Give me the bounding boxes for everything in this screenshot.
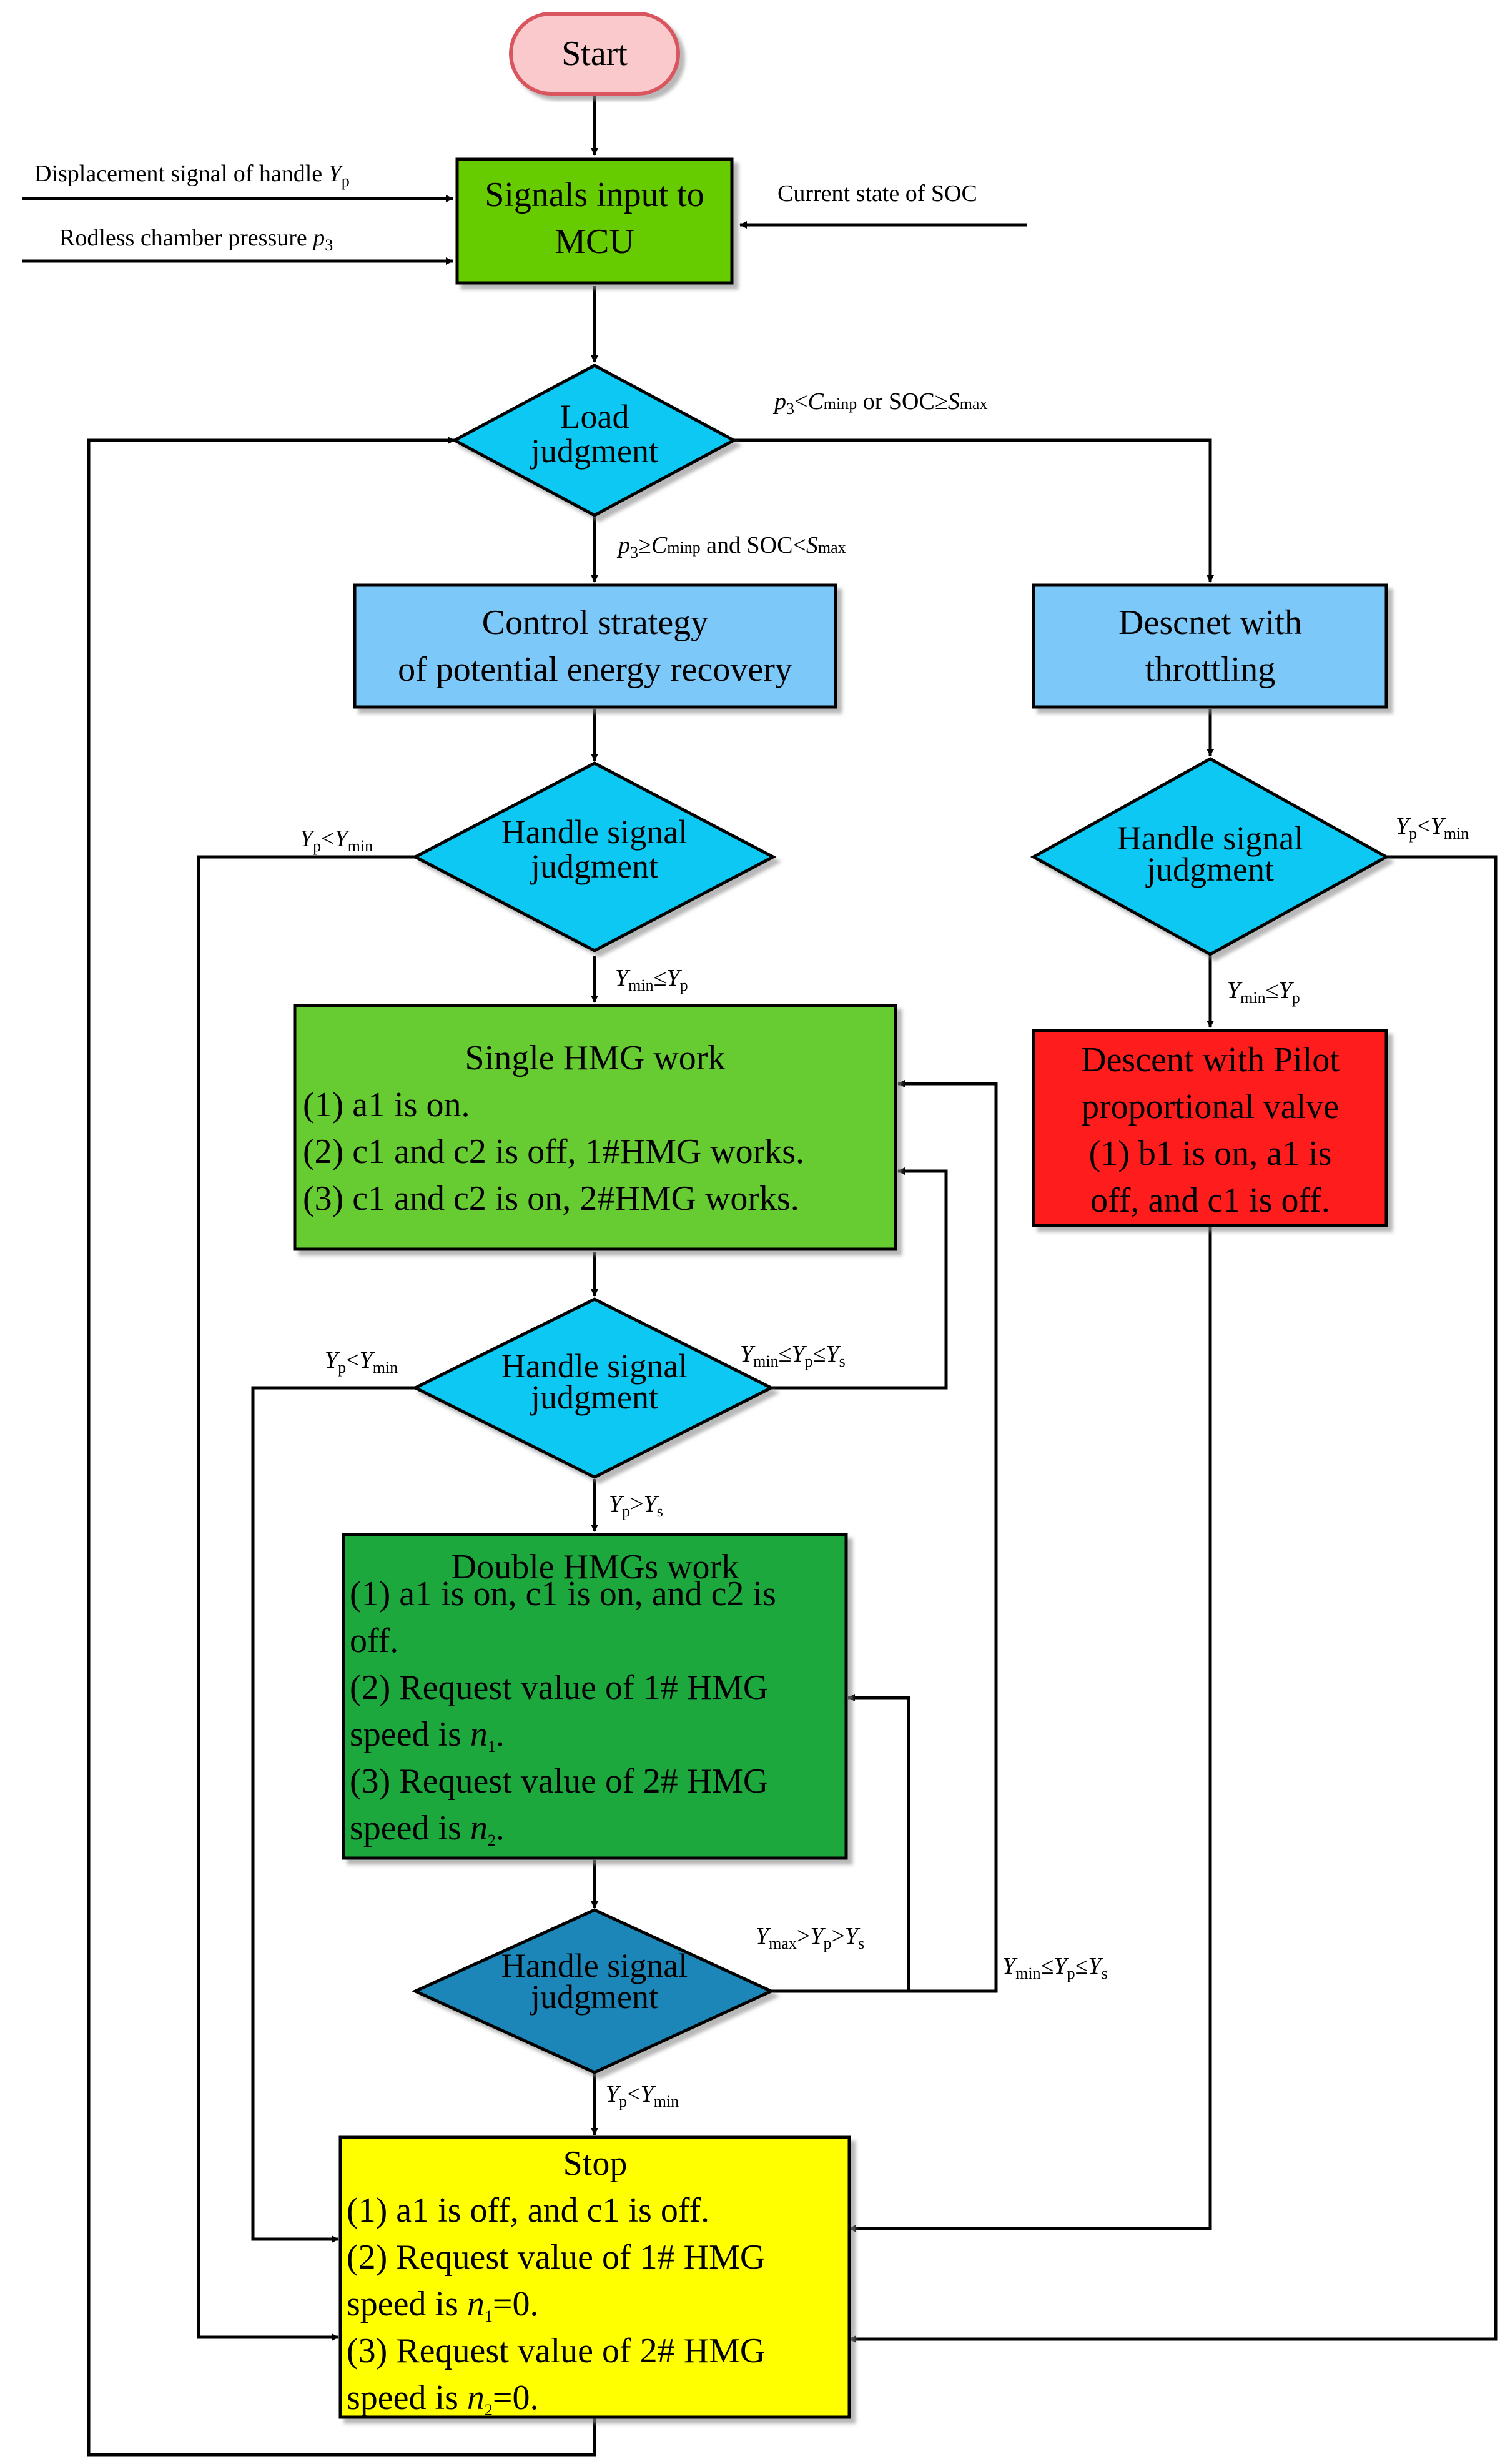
control-strategy-line2: of potential energy recovery	[398, 650, 792, 689]
load-condition-down: p3≥Cminp and SOC<Smax	[616, 532, 846, 562]
handle-judgment-3-line1: Handle signal	[501, 1947, 688, 1984]
load-judgment-line1: Load	[560, 398, 629, 435]
handle-judgment-2-line1: Handle signal	[501, 1347, 688, 1385]
handle-judgment-2-shape	[412, 1297, 775, 1479]
pilot-descent-line4: off, and c1 is off.	[1090, 1181, 1330, 1220]
stop-line2: (2) Request value of 1# HMG	[347, 2238, 765, 2277]
handle-judgment-1-shape	[412, 761, 777, 952]
control-strategy-node: Control strategy of potential energy rec…	[353, 583, 837, 709]
handle2-left-condition: Yp<Ymin	[325, 1347, 398, 1377]
handle3-right-condition: Ymin≤Yp≤Ys	[1002, 1953, 1108, 1982]
pilot-descent-shape	[1032, 1029, 1388, 1227]
mcu-node: Signals input to MCU	[455, 157, 734, 285]
rodless-pressure-label: Rodless chamber pressure p3	[59, 225, 333, 254]
handle-judgment-right-line1: Handle signal	[1117, 819, 1303, 857]
double-hmg-line4: speed is n1.	[350, 1715, 505, 1756]
arrow-handle1-to-stop	[197, 855, 415, 2341]
mcu-line1: Signals input to	[485, 176, 704, 214]
load-judgment-line2: judgment	[530, 432, 658, 470]
double-hmg-line3: (2) Request value of 1# HMG	[350, 1668, 768, 1707]
double-hmg-title: Double HMGs work	[452, 1548, 739, 1586]
double-hmg-line2: off.	[350, 1621, 398, 1660]
start-node: Start	[509, 12, 680, 96]
arrow-handle3-loop-double	[771, 1694, 910, 1993]
handle-judgment-1-line2: judgment	[530, 848, 658, 885]
handle-judgment-1-line1: Handle signal	[501, 813, 688, 851]
mcu-line2: MCU	[555, 222, 634, 261]
pilot-descent-line3: (1) b1 is on, a1 is	[1089, 1134, 1332, 1173]
handle3-down-condition: Yp<Ymin	[606, 2081, 679, 2110]
soc-state-label: Current state of SOC	[777, 181, 977, 207]
double-hmg-shape	[342, 1533, 848, 1860]
arrow-load-to-throttling	[734, 438, 1214, 583]
pilot-descent-line1: Descent with Pilot	[1081, 1041, 1340, 1079]
descent-throttling-shape	[1032, 583, 1388, 709]
single-hmg-item3: (3) c1 and c2 is on, 2#HMG works.	[303, 1179, 799, 1218]
handle-judgment-right-node: Handle signal judgment	[1030, 757, 1390, 956]
handle1-down-condition: Ymin≤Yp	[615, 965, 688, 994]
load-judgment-shape	[451, 364, 738, 517]
connector-lines	[22, 94, 1498, 2457]
start-shape	[509, 12, 680, 96]
handle-judgment-2-line2: judgment	[530, 1378, 658, 1416]
pilot-descent-line2: proportional valve	[1082, 1087, 1339, 1126]
handleR-down-condition: Ymin≤Yp	[1227, 977, 1300, 1007]
handle-judgment-3-shape	[411, 1908, 775, 2074]
descent-throttling-line2: throttling	[1145, 650, 1275, 689]
double-hmg-line1: (1) a1 is on, c1 is on, and c2 is	[350, 1575, 776, 1613]
single-hmg-title: Single HMG work	[465, 1039, 726, 1077]
arrow-stop-loop-load	[87, 437, 596, 2457]
mcu-shape	[455, 157, 734, 285]
control-strategy-line1: Control strategy	[482, 603, 708, 642]
handle2-right-condition: Ymin≤Yp≤Ys	[740, 1341, 846, 1370]
stop-title: Stop	[563, 2144, 628, 2183]
handle2-down-condition: Yp>Ys	[609, 1491, 663, 1520]
handle-judgment-right-shape	[1030, 757, 1390, 956]
stop-line5: speed is n2=0.	[347, 2378, 538, 2419]
arrow-handle3-loop-single	[897, 1080, 998, 1993]
start-label: Start	[561, 34, 628, 73]
load-condition-right: p3<Cminp or SOC≥Smax	[772, 388, 987, 418]
stop-shape	[338, 2135, 851, 2419]
single-hmg-item1: (1) a1 is on.	[303, 1086, 470, 1124]
arrow-handle2-to-stop	[251, 1386, 415, 2243]
single-hmg-shape	[293, 1004, 897, 1251]
control-strategy-shape	[353, 583, 837, 709]
load-judgment-node: Load judgment	[451, 364, 738, 517]
handle3-mid-condition: Ymax>Yp>Ys	[756, 1923, 864, 1952]
descent-throttling-line1: Descnet with	[1118, 603, 1302, 642]
handle-judgment-3-line2: judgment	[530, 1978, 658, 2016]
single-hmg-node: Single HMG work (1) a1 is on. (2) c1 and…	[293, 1004, 897, 1251]
descent-throttling-node: Descnet with throttling	[1032, 583, 1388, 709]
handle-displacement-label: Displacement signal of handle Yp	[34, 161, 350, 190]
pilot-descent-node: Descent with Pilot proportional valve (1…	[1032, 1029, 1388, 1227]
arrow-handleR-to-stop	[849, 855, 1498, 2343]
stop-line4: (3) Request value of 2# HMG	[347, 2332, 765, 2370]
double-hmg-line5: (3) Request value of 2# HMG	[350, 1762, 768, 1801]
handle-judgment-1-node: Handle signal judgment	[412, 761, 777, 952]
arrow-pilot-to-stop	[849, 1227, 1212, 2232]
handle-judgment-2-node: Handle signal judgment	[412, 1297, 775, 1479]
handle-judgment-3-node: Handle signal judgment	[411, 1908, 775, 2074]
stop-line3: speed is n1=0.	[347, 2285, 538, 2325]
handleR-right-condition: Yp<Ymin	[1396, 813, 1469, 843]
stop-node: Stop (1) a1 is off, and c1 is off. (2) R…	[338, 2135, 851, 2419]
stop-line1: (1) a1 is off, and c1 is off.	[347, 2191, 709, 2230]
arrow-handle2-loop-single	[771, 1167, 948, 1390]
handle1-left-condition: Yp<Ymin	[300, 826, 373, 855]
handle-judgment-right-line2: judgment	[1145, 851, 1274, 888]
double-hmg-line6: speed is n2.	[350, 1809, 505, 1849]
single-hmg-item2: (2) c1 and c2 is off, 1#HMG works.	[303, 1132, 804, 1171]
double-hmg-node: Double HMGs work (1) a1 is on, c1 is on,…	[342, 1533, 848, 1860]
